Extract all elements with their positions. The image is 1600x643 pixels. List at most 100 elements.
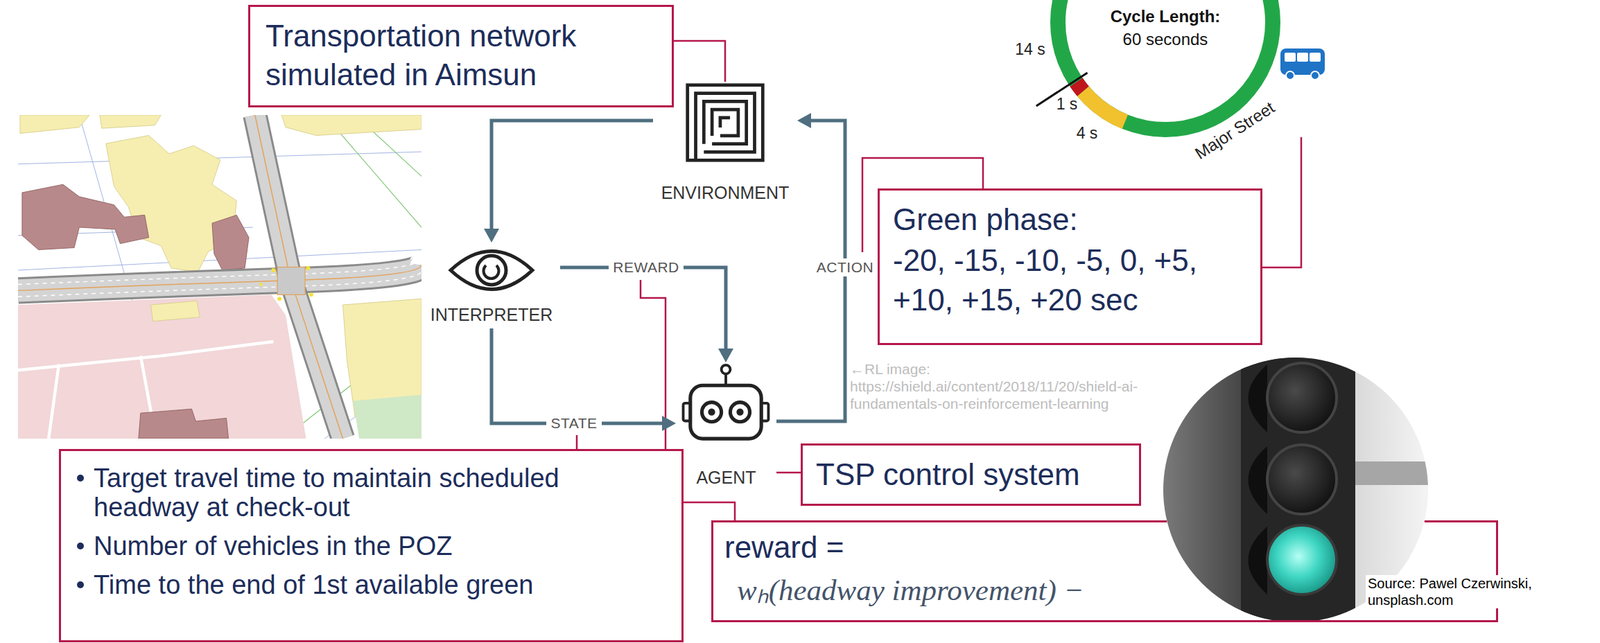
robot-icon-part (761, 403, 769, 422)
robot-icon-part (721, 365, 731, 375)
bus-icon (1279, 47, 1327, 82)
map-illustration-part (352, 395, 422, 439)
connector (491, 328, 664, 424)
map-illustration-part (271, 268, 276, 273)
map-illustration-part (138, 409, 229, 439)
arrowhead (483, 228, 500, 243)
box-text: wₕ(headway improvement) − (736, 573, 1181, 608)
map-illustration-part (18, 265, 422, 292)
bullet-dot (76, 581, 84, 589)
traffic-light-photo-part (1350, 461, 1429, 486)
arrowhead (797, 112, 812, 129)
map-illustration-part (259, 266, 314, 301)
node-label: INTERPRETER (422, 303, 561, 326)
bus-icon-part (1284, 52, 1296, 62)
robot-icon-part (736, 409, 744, 416)
map-illustration-part (255, 115, 344, 439)
traffic-light-photo-part (1248, 364, 1268, 433)
arrowhead (662, 415, 676, 432)
agent-node: AGENT (675, 362, 777, 491)
traffic-light-photo-part (1267, 363, 1337, 433)
connector (560, 267, 726, 351)
bullet-dot (76, 542, 84, 550)
traffic-light-photo-part (1248, 446, 1268, 515)
signal-cycle-diagram: Cycle Length:60 seconds (1050, 0, 1325, 138)
map-illustration-part (281, 115, 422, 136)
map-illustration-part (259, 282, 263, 287)
ring-icon-part (1082, 91, 1126, 123)
map-illustration-part (212, 214, 249, 271)
connector (1262, 137, 1302, 268)
environment-node: ENVIRONMENT (653, 81, 798, 207)
map-illustration-part (18, 259, 422, 285)
map-illustration-part (306, 266, 311, 271)
map-illustration-part (309, 292, 314, 297)
bus-icon-part (1280, 48, 1325, 75)
bullet-row: Number of vehicles in the POZ (93, 531, 663, 561)
connector (776, 472, 801, 474)
map-illustration-part (18, 294, 307, 439)
bus-icon-part (1309, 52, 1321, 62)
robot-icon-part (701, 402, 721, 423)
process-box: Transportation network simulated in Aims… (248, 4, 674, 108)
state-box: Target travel time to maintain scheduled… (58, 449, 684, 643)
bullet-text: Target travel time to maintain scheduled… (93, 463, 663, 523)
bullet-row: Target travel time to maintain scheduled… (93, 463, 663, 523)
robot-icon-part (707, 409, 715, 416)
map-illustration-part (18, 271, 422, 297)
map-illustration (18, 115, 422, 439)
box-heading: TSP control system (815, 455, 1135, 495)
bus-icon-part (1297, 52, 1309, 62)
map-illustration-part (18, 115, 422, 439)
bus-icon-part (1285, 71, 1295, 80)
image-credit: ←RL image: https://shield.ai/content/201… (849, 360, 1169, 413)
edge-label: STATE (546, 414, 602, 433)
bullet-text: Time to the end of 1st available green (93, 570, 663, 600)
eye-icon-part (476, 255, 507, 285)
bullet-dot (76, 474, 84, 482)
robot-icon-part (683, 403, 691, 422)
leader-lines-part (576, 435, 579, 450)
connector-line (673, 40, 726, 82)
traffic-light-photo-part (1248, 526, 1268, 595)
agent-box: TSP control system (800, 443, 1142, 507)
connector-line (1262, 137, 1302, 268)
eye-icon-part (450, 251, 533, 290)
arrowhead (718, 348, 734, 363)
connector-line (776, 472, 801, 475)
map-illustration-part (18, 115, 422, 439)
traffic-light-photo-part (1267, 445, 1337, 515)
node-label: AGENT (675, 466, 777, 489)
phase-duration: 4 s (1076, 123, 1099, 143)
map-illustration-part (99, 115, 161, 129)
traffic-light-photo-part (1267, 525, 1337, 595)
map-illustration-part (22, 184, 249, 439)
maze-icon-part (696, 93, 755, 161)
map-illustration-part (22, 184, 150, 250)
edge-label: ACTION (812, 258, 878, 277)
map-illustration-part (20, 115, 90, 134)
node-label: ENVIRONMENT (653, 181, 798, 204)
connector-line (560, 267, 726, 351)
phase-duration: 14 s (1014, 39, 1045, 59)
map-illustration-part (18, 115, 422, 439)
photo-credit: Source: Pawel Czerwinski, unsplash.com (1365, 575, 1599, 609)
ring-icon-part (1076, 82, 1084, 92)
box-text: -20, -15, -10, -5, 0, +5, +10, +15, +20 … (892, 240, 1240, 320)
map-illustration-part (255, 115, 344, 439)
ring-icon-part (1057, 0, 1273, 130)
edge-label: REWARD (608, 258, 684, 277)
connector-line (491, 120, 654, 231)
robot-icon-part (729, 402, 750, 423)
action-box: Green phase:-20, -15, -10, -5, 0, +5, +1… (877, 188, 1263, 346)
connector-line (491, 328, 664, 424)
map-illustration-part (18, 341, 274, 439)
traffic-light-photo-part (1240, 357, 1356, 621)
connector (673, 40, 726, 82)
bullet-row: Time to the end of 1st available green (93, 570, 663, 600)
box-heading: Green phase: (892, 199, 1254, 240)
map-illustration-part (277, 296, 282, 301)
interpreter-node: INTERPRETER (422, 242, 561, 329)
robot-icon-part (690, 385, 762, 439)
